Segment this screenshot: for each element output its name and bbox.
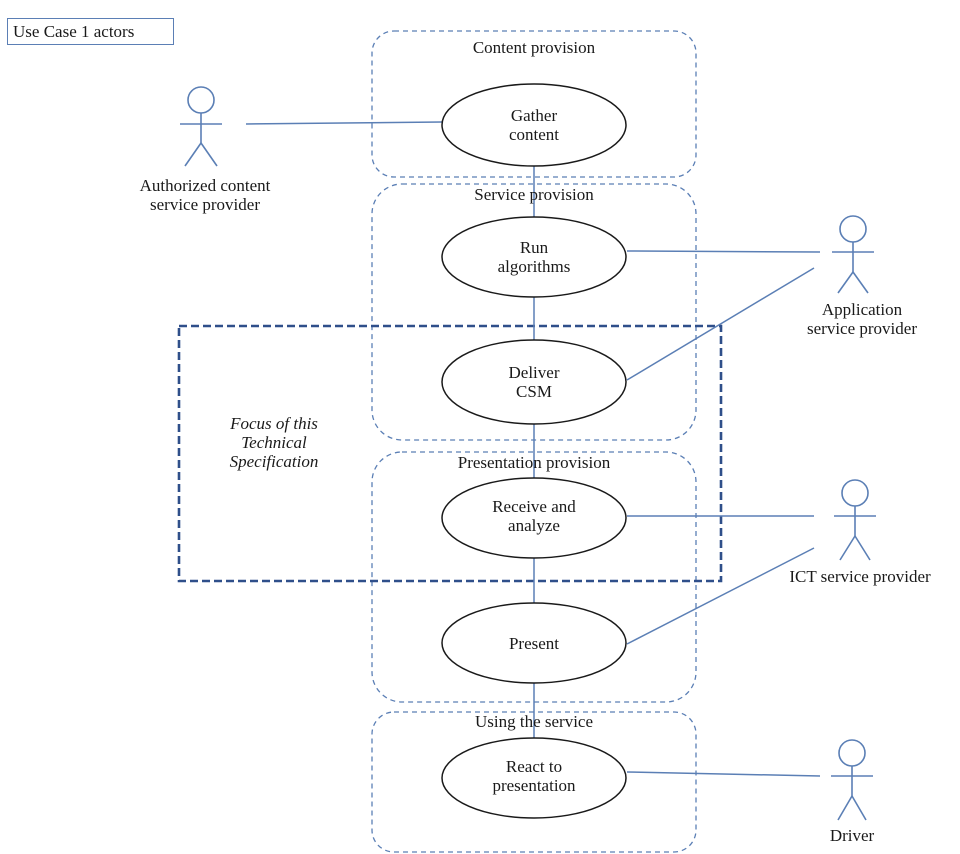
use-case-present	[441, 602, 627, 684]
use-case-deliver-csm	[441, 339, 627, 425]
use-case-label-run-algorithms: Run algorithms	[497, 238, 571, 276]
focus-box	[177, 324, 723, 583]
diagram-title: Use Case 1 actors	[7, 18, 174, 45]
use-case-react-to-presentation	[441, 737, 627, 819]
group-label-service-provision: Service provision	[474, 185, 594, 204]
use-case-label-gather-content: Gather content	[508, 106, 560, 144]
actor-label-authorized-content-provider: Authorized content service provider	[139, 176, 271, 214]
group-label-content-provision: Content provision	[472, 38, 596, 57]
group-label-using-the-service: Using the service	[474, 712, 594, 731]
actor-label-application-provider: Application service provider	[807, 300, 917, 338]
assoc-driver-react	[626, 771, 821, 777]
actor-ict-provider-icon	[834, 479, 876, 561]
actor-label-ict-provider: ICT service provider	[789, 567, 931, 586]
actor-authorized-content-provider-icon	[180, 86, 222, 167]
use-case-receive-and-analyze	[441, 477, 627, 559]
group-box-content-provision	[371, 30, 697, 178]
use-case-gather-content	[441, 83, 627, 167]
assoc-app-provider-deliver	[626, 267, 815, 381]
assoc-content-provider-gather	[245, 121, 443, 125]
use-case-label-present: Present	[508, 634, 560, 653]
actor-application-provider-icon	[832, 215, 874, 294]
actor-driver-icon	[831, 739, 873, 821]
assoc-ict-provider-present	[626, 547, 815, 645]
actor-label-driver: Driver	[829, 826, 875, 845]
use-case-run-algorithms	[441, 216, 627, 298]
use-case-label-deliver-csm: Deliver CSM	[508, 363, 560, 401]
use-case-label-receive-and-analyze: Receive and analyze	[492, 497, 576, 535]
group-box-presentation-provision	[371, 451, 697, 703]
group-label-presentation-provision: Presentation provision	[457, 453, 611, 472]
focus-label: Focus of this Technical Specification	[229, 414, 319, 471]
assoc-app-provider-run	[626, 250, 821, 253]
use-case-label-react-to-presentation: React to presentation	[492, 757, 576, 795]
